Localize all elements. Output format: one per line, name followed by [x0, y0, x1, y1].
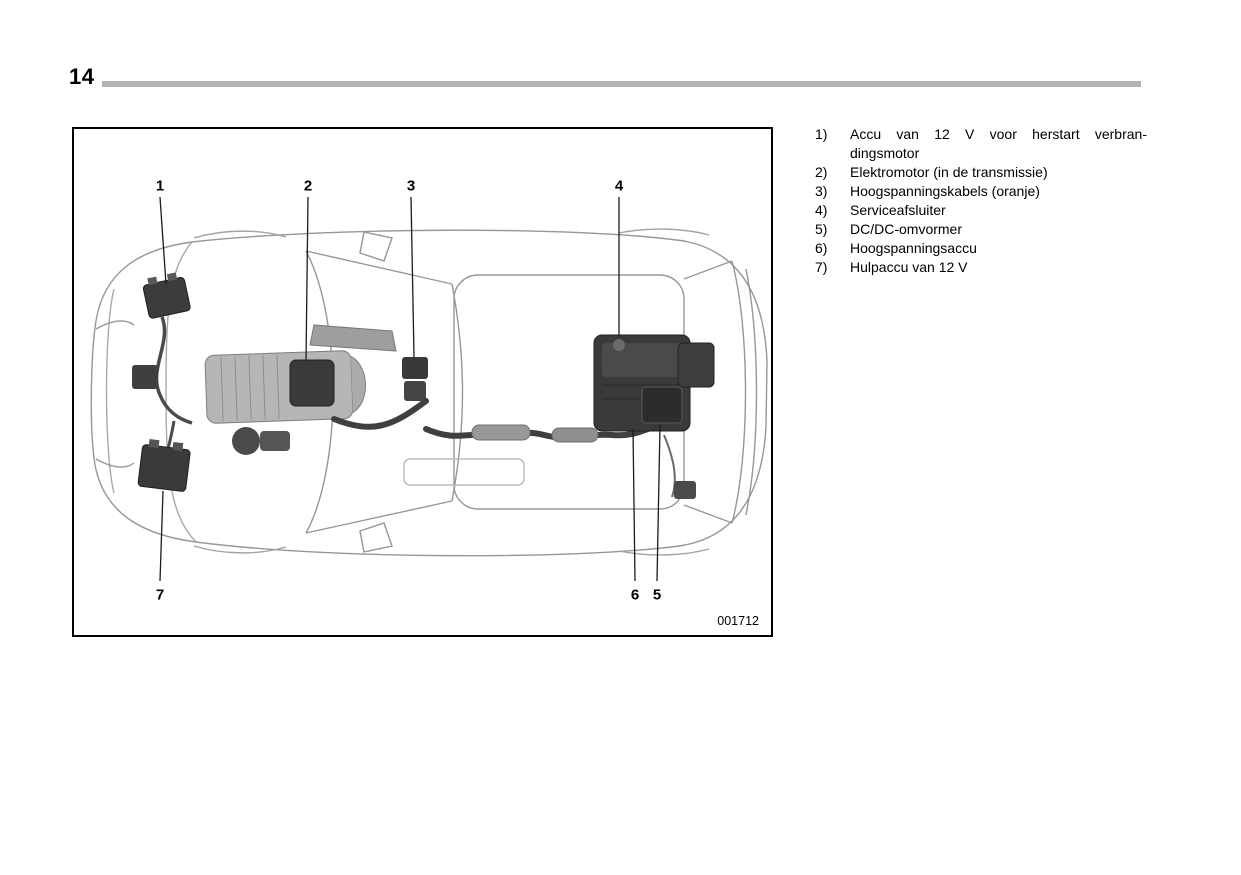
legend-item-text: Serviceafsluiter — [850, 202, 946, 218]
car-top-view-diagram — [90, 196, 768, 582]
callout-2: 2 — [303, 177, 313, 195]
legend-item-6: 6) Hoogspanningsaccu — [815, 239, 1147, 258]
page-number: 14 — [69, 64, 95, 89]
legend-item-number: 4) — [815, 202, 828, 218]
dcdc-converter — [641, 386, 683, 424]
legend-item-5: 5) DC/DC-omvormer — [815, 220, 1147, 239]
legend-item-text: Hulpaccu van 12 V — [850, 259, 968, 275]
legend-item-text: Accu van 12 V voor herstart verbran-ding… — [850, 126, 1147, 161]
legend-item-number: 7) — [815, 259, 828, 275]
rear-module — [677, 342, 715, 388]
legend-item-7: 7) Hulpaccu van 12 V — [815, 258, 1147, 277]
legend-item-number: 3) — [815, 183, 828, 199]
engine-cover — [309, 324, 397, 352]
aux-battery-12v — [137, 439, 191, 492]
legend-item-text: Hoogspanningsaccu — [850, 240, 977, 256]
header-rule — [102, 81, 1141, 87]
hv-battery-pack — [593, 334, 691, 432]
engine-block — [204, 350, 366, 424]
legend-item-number: 1) — [815, 126, 828, 142]
figure-frame: 1 2 3 4 7 6 5 001712 — [72, 127, 773, 637]
legend-item-number: 6) — [815, 240, 828, 256]
callout-6: 6 — [630, 586, 640, 604]
legend-item-3: 3) Hoogspanningskabels (oranje) — [815, 182, 1147, 201]
legend-item-2: 2) Elektromotor (in de transmissie) — [815, 163, 1147, 182]
hv-cable-connector — [402, 357, 428, 401]
left-mirror — [359, 231, 393, 262]
figure-code: 001712 — [717, 614, 759, 628]
powertrain-components — [132, 272, 715, 499]
service-disconnect — [613, 339, 625, 351]
legend-item-1: 1) Accu van 12 V voor herstart verbran-d… — [815, 125, 1147, 163]
legend-list: 1) Accu van 12 V voor herstart verbran-d… — [815, 125, 1147, 277]
callout-3: 3 — [406, 177, 416, 195]
legend-item-number: 2) — [815, 164, 828, 180]
callout-1: 1 — [155, 177, 165, 195]
hv-cables — [154, 316, 676, 498]
pump-cluster — [232, 427, 290, 455]
callout-leader-lines — [159, 196, 661, 582]
legend-item-text: DC/DC-omvormer — [850, 221, 962, 237]
electric-motor — [289, 359, 335, 407]
callout-4: 4 — [614, 177, 624, 195]
restart-battery-12v — [142, 272, 191, 319]
legend-item-text: Elektromotor (in de transmissie) — [850, 164, 1048, 180]
right-mirror — [359, 522, 393, 553]
front-module — [132, 365, 158, 389]
legend-item-number: 5) — [815, 221, 828, 237]
callout-7: 7 — [155, 586, 165, 604]
rear-small-module — [674, 481, 696, 499]
legend-item-4: 4) Serviceafsluiter — [815, 201, 1147, 220]
callout-5: 5 — [652, 586, 662, 604]
legend-item-text: Hoogspanningskabels (oranje) — [850, 183, 1040, 199]
